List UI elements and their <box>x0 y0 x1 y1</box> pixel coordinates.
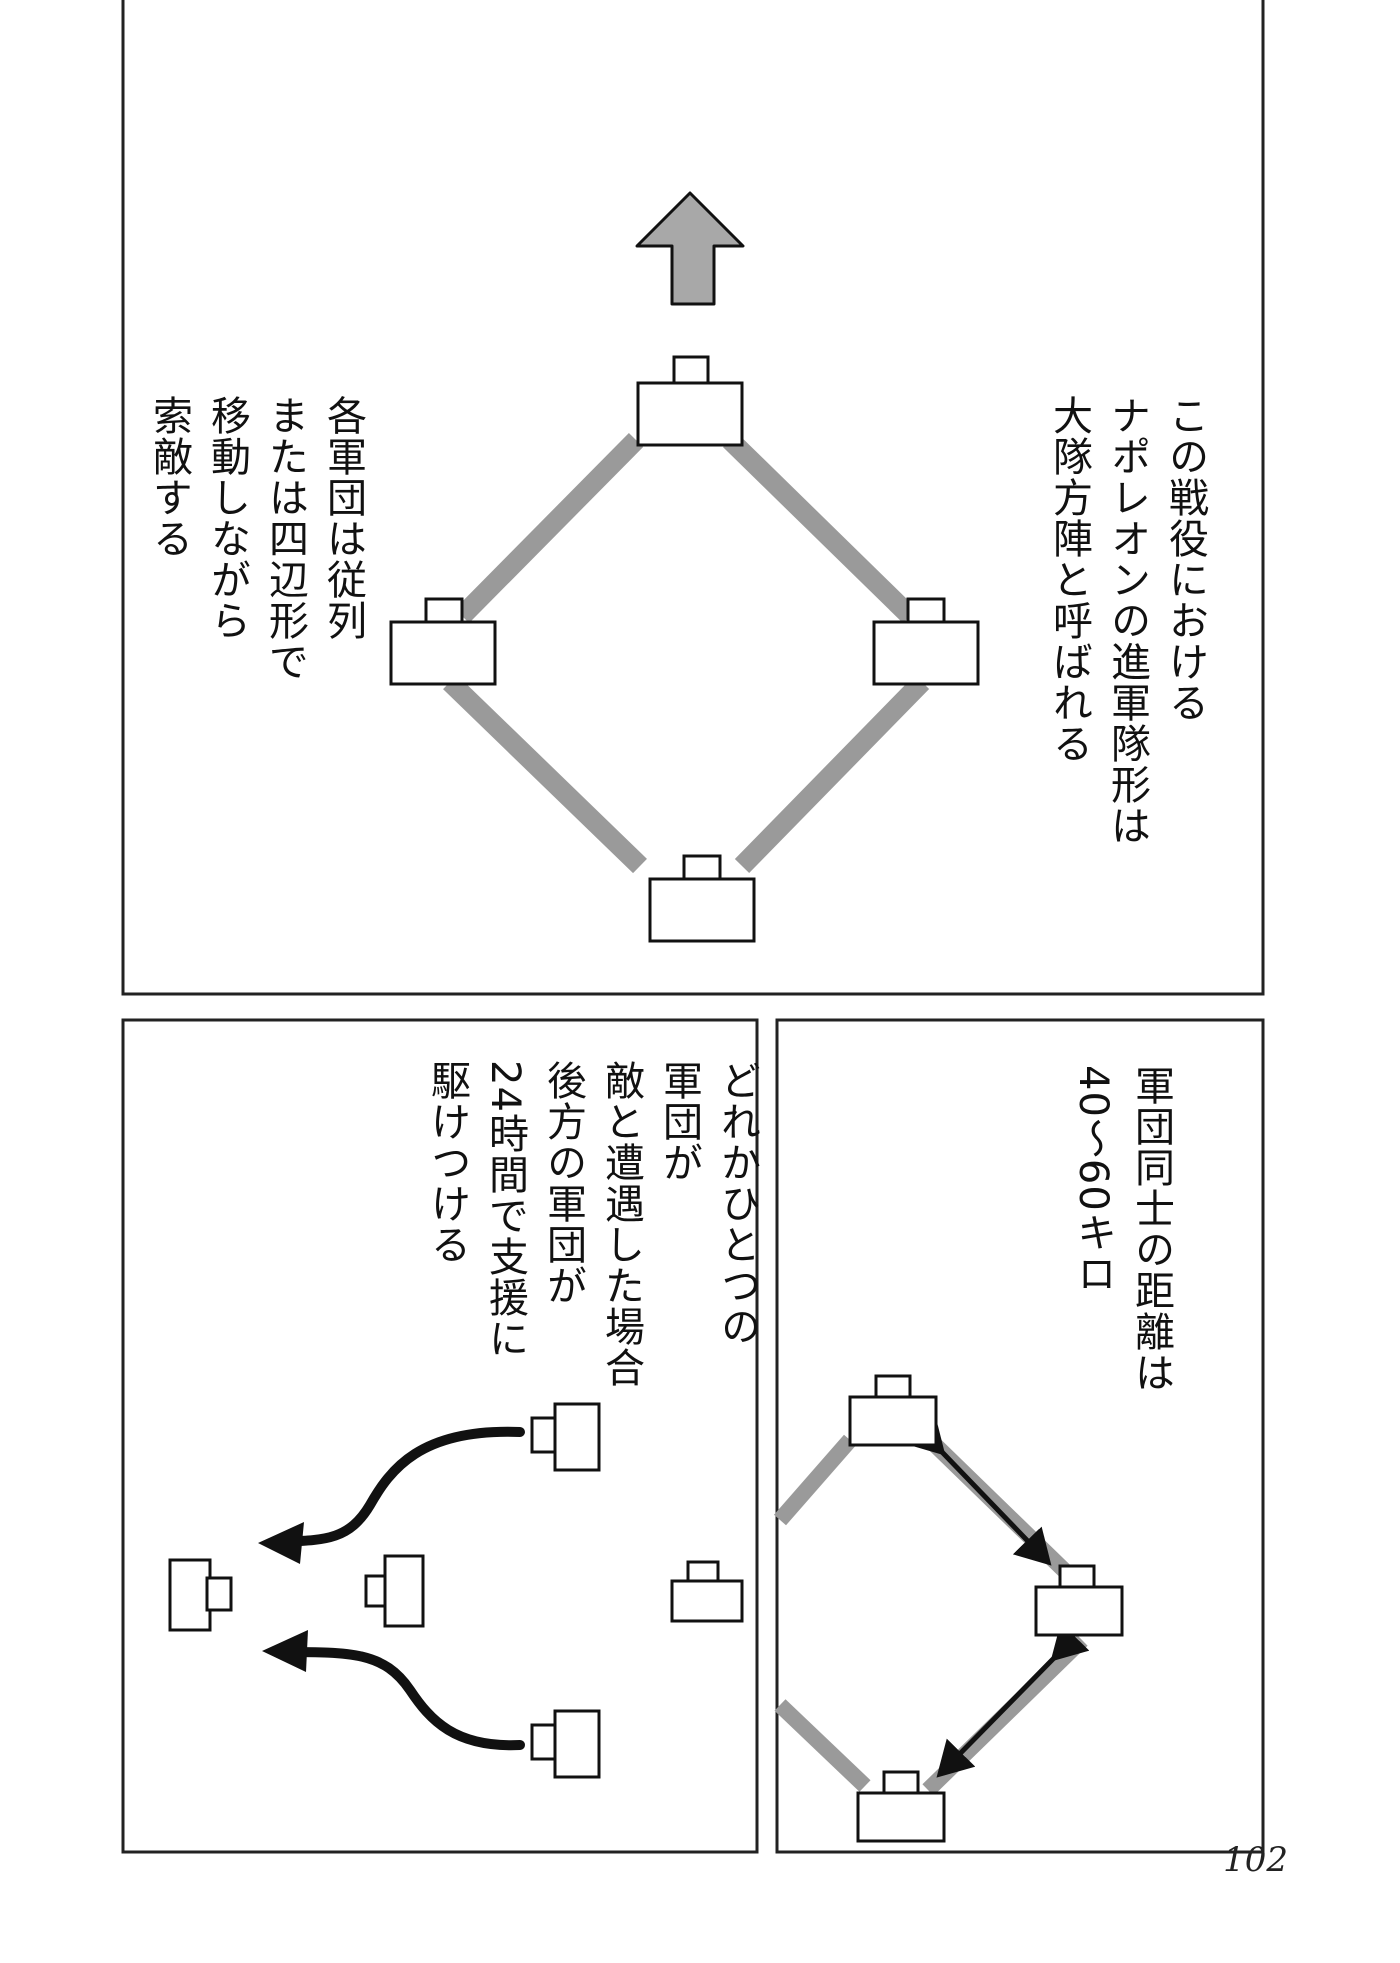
corps-lower-rotated-icon <box>530 1709 601 1779</box>
link-upper-exit <box>773 1434 857 1526</box>
caption-line: 駆けつける <box>424 1060 470 1265</box>
caption-line: どれかひとつの <box>714 1060 760 1347</box>
caption-line: 24時間で支援に <box>482 1060 528 1359</box>
corps-top-icon <box>636 355 744 447</box>
link-top-right <box>723 432 917 624</box>
page-number: 102 <box>1223 1840 1288 1880</box>
distance-arrow-upper <box>906 1416 1052 1566</box>
caption-line: 後方の軍団が <box>540 1060 586 1306</box>
support-arrow-lower-head <box>262 1630 308 1672</box>
corps-right-edge-icon <box>670 1560 744 1623</box>
caption-line: ナポレオンの進軍隊形は <box>1104 395 1150 846</box>
corps-right-small-icon <box>1034 1564 1124 1637</box>
caption-line: 索敵する <box>146 395 192 559</box>
support-diagram <box>168 1402 744 1779</box>
link-top-left <box>454 432 644 624</box>
caption-line: 各軍団は従列 <box>320 395 366 641</box>
support-arrow-lower-icon <box>277 1647 525 1751</box>
caption-line: 軍団同士の距離は <box>1128 1065 1174 1393</box>
link-lower-exit <box>774 1699 871 1792</box>
top-panel-frame <box>121 0 1265 996</box>
support-arrow-upper-head <box>258 1522 304 1564</box>
corps-left-icon <box>389 597 497 686</box>
caption-line: 40～60キロ <box>1070 1065 1116 1294</box>
caption-line: この戦役における <box>1162 395 1208 723</box>
caption-line: 移動しながら <box>204 395 250 641</box>
forward-arrow-icon <box>635 191 745 306</box>
link-right-lower <box>922 1634 1088 1796</box>
bottom-left-panel-frame <box>121 1018 759 1854</box>
corps-lower-icon <box>856 1770 946 1843</box>
caption-line: 軍団が <box>656 1060 702 1183</box>
link-left-bottom <box>443 674 647 874</box>
corps-bottom-icon <box>648 854 756 943</box>
top-right-caption: この戦役における ナポレオンの進軍隊形は 大隊方陣と呼ばれる <box>1040 395 1214 846</box>
bottom-right-caption: 軍団同士の距離は 40～60キロ <box>1064 1065 1180 1393</box>
caption-line: または四辺形で <box>262 395 308 682</box>
top-left-caption: 各軍団は従列 または四辺形で 移動しながら 索敵する <box>140 395 372 682</box>
diamond-formation <box>389 191 980 943</box>
bottom-right-panel-frame <box>775 1018 1265 1854</box>
caption-line: 敵と遭遇した場合 <box>598 1060 644 1388</box>
link-right-bottom <box>734 675 930 873</box>
caption-line: 大隊方陣と呼ばれる <box>1046 395 1092 764</box>
corps-middle-rotated-icon <box>364 1554 425 1628</box>
corps-upper-icon <box>848 1374 938 1447</box>
corps-front-rotated-icon <box>168 1558 233 1632</box>
distance-arrow-lower <box>936 1622 1090 1778</box>
support-arrow-upper-icon <box>271 1426 525 1547</box>
bottom-left-caption: どれかひとつの 軍団が 敵と遭遇した場合 後方の軍団が 24時間で支援に 駆けつ… <box>418 1060 766 1388</box>
distance-diagram <box>773 1374 1124 1843</box>
corps-upper-rotated-icon <box>530 1402 601 1472</box>
corps-right-icon <box>872 597 980 686</box>
